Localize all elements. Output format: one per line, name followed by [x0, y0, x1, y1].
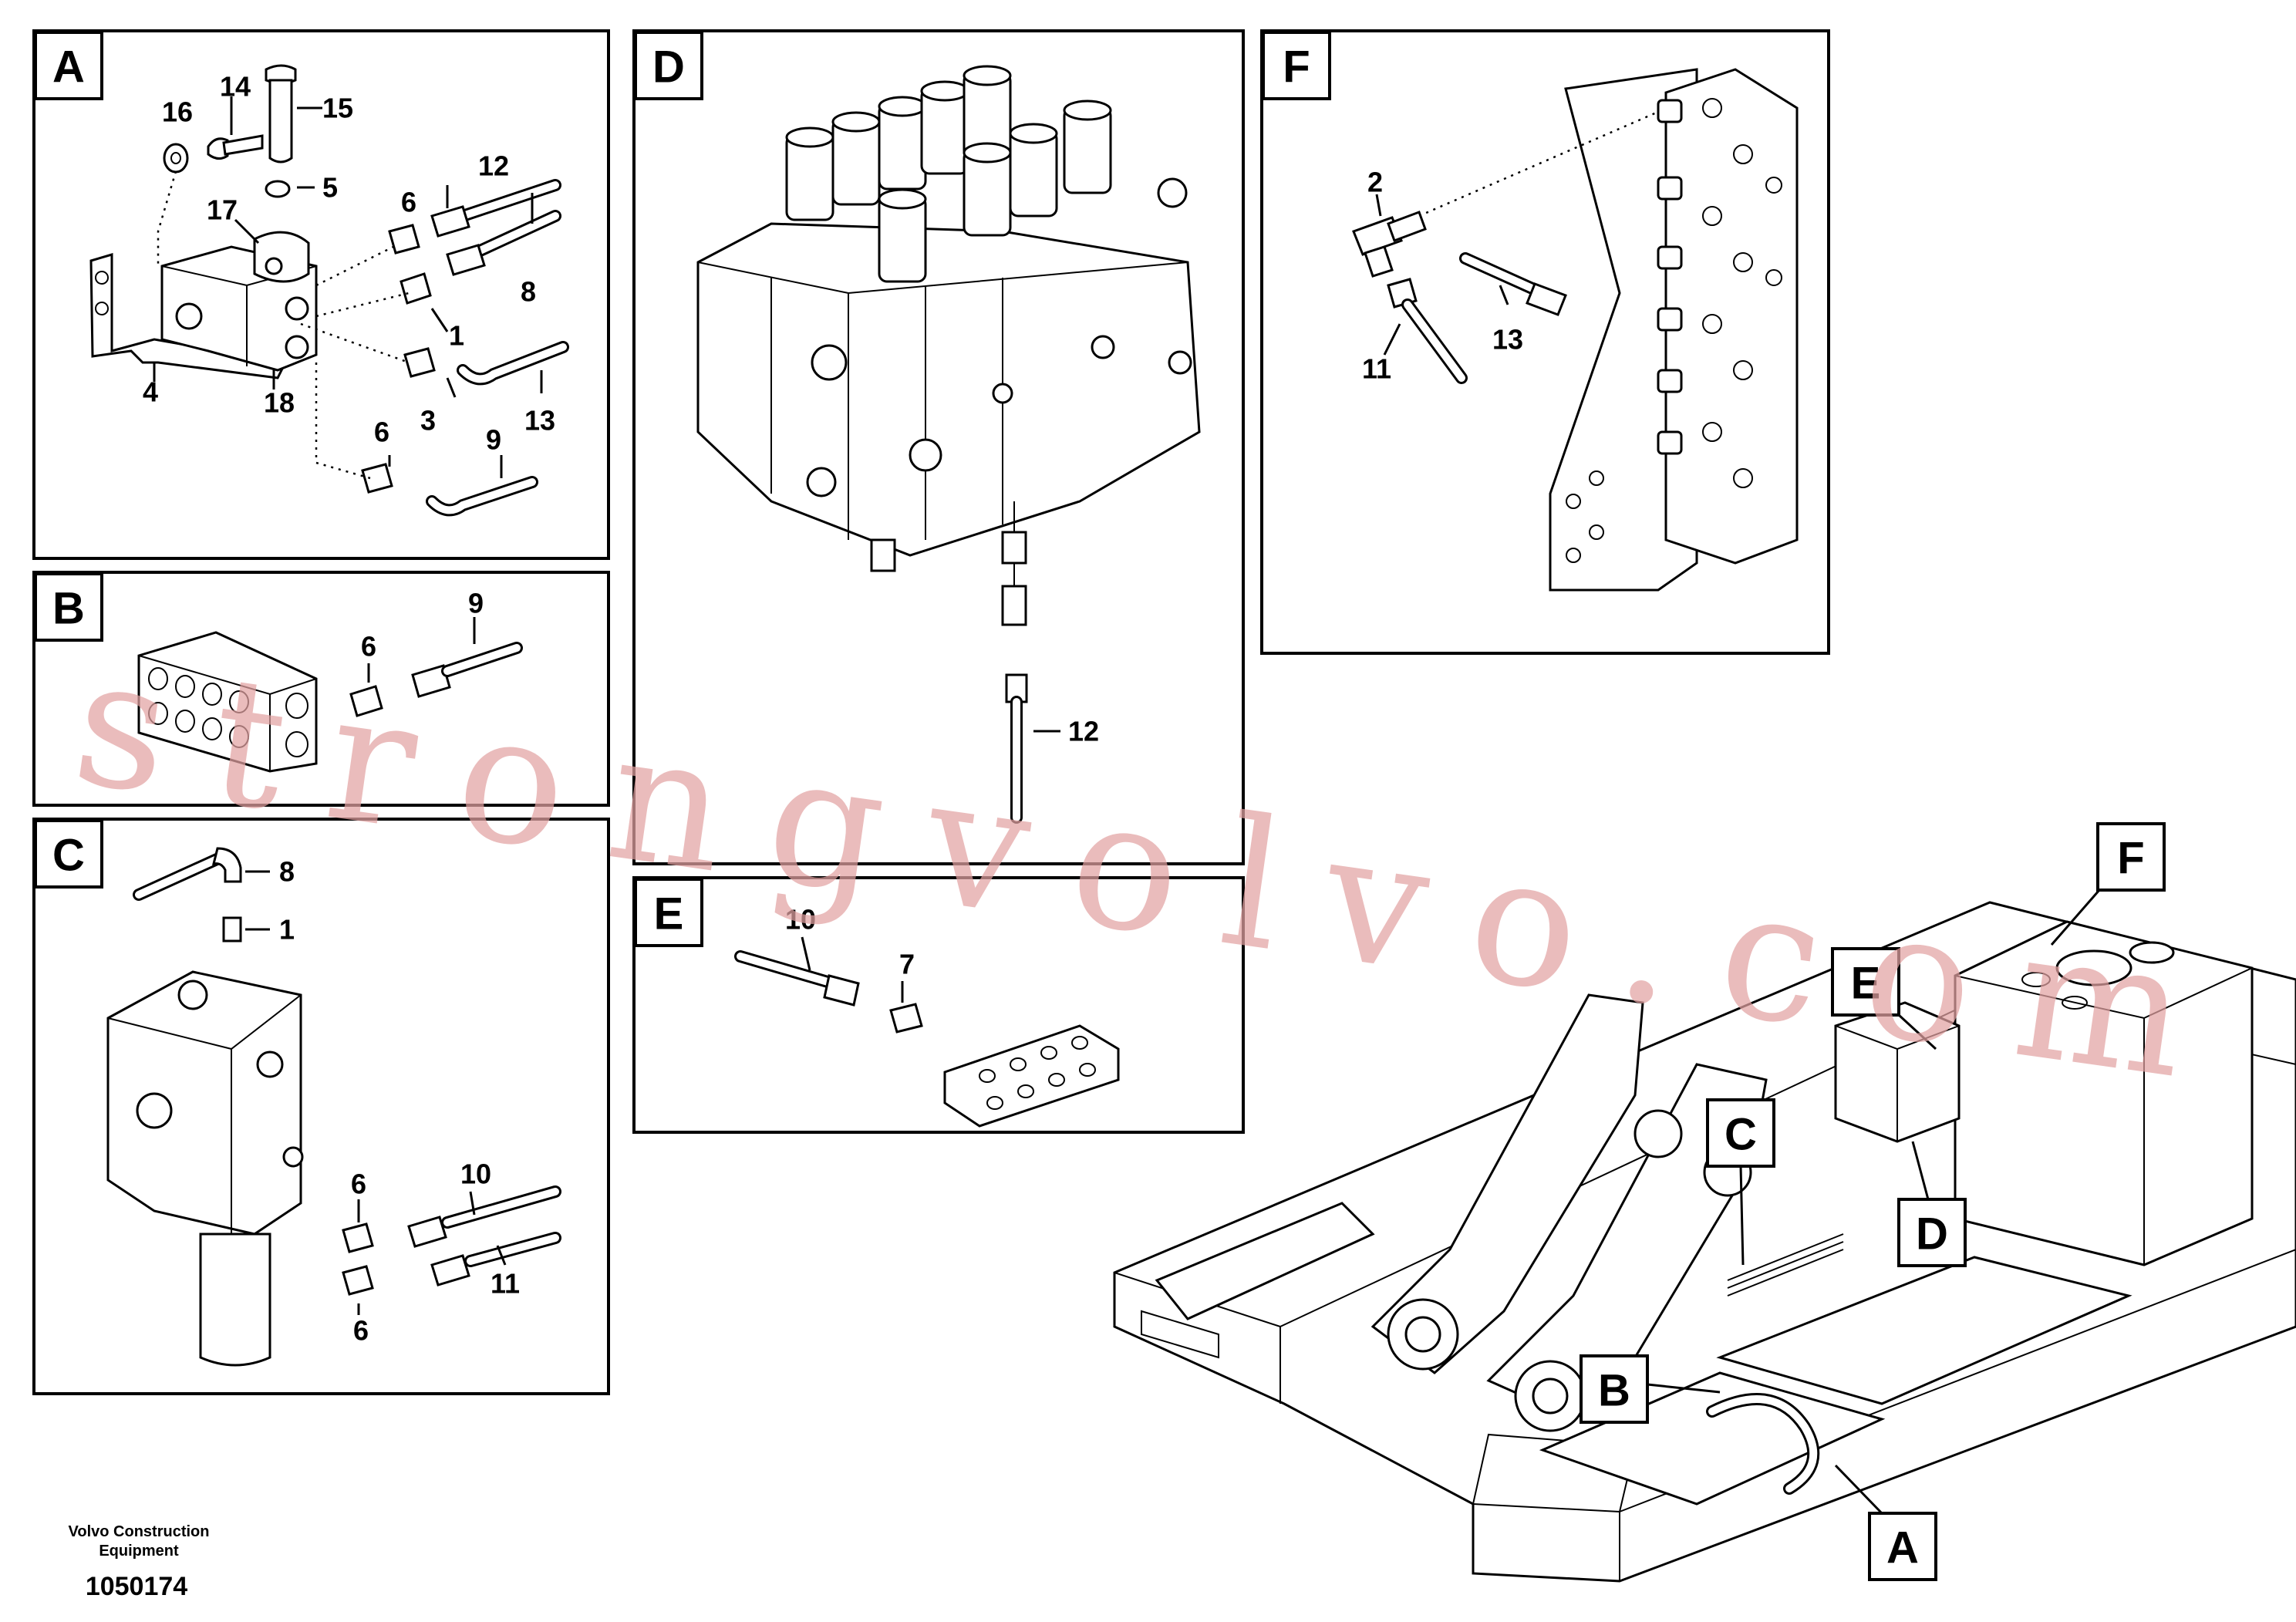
label-a-4: 4	[143, 376, 158, 408]
footer: Volvo Construction Equipment 1050174	[69, 1523, 210, 1601]
overview-callout-b: B	[1580, 1354, 1721, 1424]
label-f-2: 2	[1367, 167, 1383, 198]
boom-foot-left	[1371, 993, 1644, 1374]
label-a-3: 3	[420, 405, 436, 437]
manifold-ports	[148, 667, 308, 757]
callout-e-tag: E	[1851, 959, 1881, 1009]
label-a-5: 5	[322, 172, 338, 204]
port-plate-e-holes	[979, 1036, 1096, 1110]
panel-a-tag-box	[34, 31, 103, 100]
adapter-part-6-c2	[342, 1265, 374, 1296]
label-a-17: 17	[207, 194, 238, 226]
adapter-part-3	[403, 347, 436, 378]
label-c-8: 8	[279, 856, 295, 888]
floor-panel	[1716, 1256, 2132, 1405]
label-c-6: 6	[351, 1168, 366, 1200]
label-f-11: 11	[1362, 353, 1391, 385]
valve-caps	[785, 65, 1112, 283]
panel-d: D	[632, 29, 1245, 865]
callout-a-tag: A	[1886, 1523, 1919, 1573]
panel-e-tag: E	[654, 889, 684, 939]
label-a-6: 6	[401, 187, 416, 218]
valve-section	[106, 970, 302, 1236]
label-c-6b: 6	[353, 1315, 369, 1347]
valve-port-top	[253, 231, 310, 283]
callout-b-tag: B	[1598, 1366, 1630, 1416]
washer-part-16	[163, 143, 189, 174]
label-a-1: 1	[449, 320, 464, 352]
panel-f: F 2 13 11	[1260, 29, 1830, 655]
adapter-part-6	[388, 224, 420, 255]
label-a-13: 13	[524, 405, 555, 437]
machine-overview: F E C D B A	[1113, 822, 2296, 1583]
label-d-12: 12	[1068, 716, 1099, 747]
label-b-6: 6	[361, 631, 376, 663]
drawing-number: 1050174	[86, 1572, 187, 1601]
label-a-8: 8	[521, 276, 536, 308]
panel-a-frame	[32, 29, 610, 560]
panel-d-tag: D	[652, 42, 685, 93]
adapter-part-6-b	[349, 685, 383, 717]
panel-c-tag: C	[52, 831, 85, 881]
panel-b-frame	[32, 571, 610, 807]
main-control-valve	[696, 65, 1201, 626]
adapter-part-6b	[361, 463, 393, 494]
panel-f-tag: F	[1283, 42, 1310, 93]
callout-f-tag: F	[2117, 834, 2144, 884]
label-a-9: 9	[486, 424, 501, 456]
panel-f-tag-box	[1262, 31, 1331, 100]
label-a-18: 18	[264, 387, 295, 419]
panel-b-tag-box	[34, 572, 103, 642]
fitting-bank	[1657, 68, 1799, 565]
label-c-11: 11	[491, 1268, 520, 1300]
panel-a: A	[32, 29, 610, 560]
callout-c-tag: C	[1725, 1110, 1757, 1160]
label-c-10: 10	[460, 1158, 491, 1190]
panel-b: B 6 9	[32, 571, 610, 807]
washer-part-5	[265, 180, 291, 198]
panel-a-tag: A	[52, 42, 85, 93]
adapter-part-1	[400, 272, 432, 305]
label-e-10: 10	[785, 904, 816, 936]
label-e-7: 7	[899, 949, 915, 980]
panel-c-tag-box	[34, 819, 103, 889]
callout-d-tag: D	[1916, 1209, 1948, 1259]
panel-e: E 10 7	[632, 876, 1245, 1134]
footer-company-line2: Equipment	[99, 1543, 179, 1560]
label-c-1: 1	[279, 914, 295, 946]
panel-a-parts	[89, 64, 569, 517]
adapter-part-1-c	[222, 916, 242, 943]
panel-d-tag-box	[634, 31, 703, 100]
panel-c: C 8 1 10 6 11 6	[32, 818, 610, 1395]
label-a-14: 14	[220, 71, 251, 103]
bracket-part-4	[89, 252, 288, 379]
panel-e-frame	[632, 876, 1245, 1134]
label-a-6b: 6	[374, 416, 389, 448]
label-a-12: 12	[478, 150, 509, 182]
adapter-part-7	[889, 1003, 923, 1034]
panel-e-tag-box	[634, 878, 703, 947]
overview-callout-a: A	[1834, 1464, 1937, 1581]
overview-callout-c: C	[1706, 1098, 1775, 1266]
overview-callout-e: E	[1831, 947, 1937, 1050]
label-b-9: 9	[468, 588, 484, 619]
footer-company-line1: Volvo Construction	[69, 1523, 210, 1540]
panel-b-tag: B	[52, 584, 85, 634]
label-f-13: 13	[1492, 324, 1523, 356]
manifold-block	[137, 631, 318, 773]
overview-callout-d: D	[1897, 1141, 1967, 1267]
label-a-15: 15	[322, 93, 353, 124]
valve-spool-housing	[199, 1233, 271, 1367]
label-a-16: 16	[162, 96, 193, 128]
adapter-part-6-c	[342, 1222, 374, 1253]
overview-callout-f: F	[2050, 822, 2166, 946]
